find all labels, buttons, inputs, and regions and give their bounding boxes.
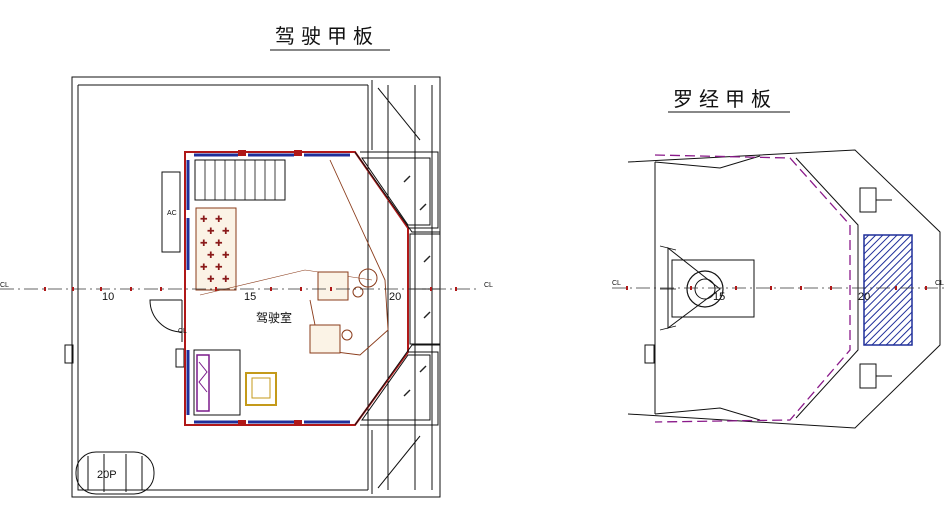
svg-text:✚: ✚ bbox=[200, 215, 208, 225]
svg-text:✚: ✚ bbox=[207, 227, 215, 237]
bridge-deck-plan: AC ✚✚ ✚✚ ✚✚ ✚✚ ✚✚ ✚✚ CL bbox=[0, 76, 493, 498]
ac-unit-label: AC bbox=[167, 210, 177, 217]
bridge-cl-right: CL bbox=[484, 282, 493, 289]
compass-cl-right: CL bbox=[935, 280, 944, 287]
frame-label-15: 15 bbox=[244, 291, 256, 303]
bridge-cl-left: CL bbox=[0, 282, 9, 289]
svg-text:✚: ✚ bbox=[200, 239, 208, 249]
life-raft: 20P bbox=[75, 451, 155, 495]
bridge-deck-title: 驾驶甲板 bbox=[275, 24, 379, 48]
svg-text:✚: ✚ bbox=[207, 275, 215, 285]
svg-text:CL: CL bbox=[178, 328, 187, 335]
svg-text:✚: ✚ bbox=[200, 263, 208, 273]
frame-label-10: 10 bbox=[102, 291, 114, 303]
frame-label-20: 20 bbox=[389, 291, 401, 303]
life-raft-label: 20P bbox=[97, 469, 117, 481]
wheelhouse-label: 驾驶室 bbox=[256, 310, 292, 325]
svg-text:✚: ✚ bbox=[207, 251, 215, 261]
svg-text:✚: ✚ bbox=[222, 275, 230, 285]
compass-frame-15: 15 bbox=[713, 291, 725, 303]
svg-text:✚: ✚ bbox=[222, 251, 230, 261]
compass-cl-left: CL bbox=[612, 280, 621, 287]
svg-text:✚: ✚ bbox=[222, 227, 230, 237]
compass-deck-plan: CL CL 15 20 bbox=[612, 149, 945, 429]
compass-frame-20: 20 bbox=[858, 291, 870, 303]
svg-text:✚: ✚ bbox=[215, 239, 223, 249]
compass-deck-title: 罗经甲板 bbox=[673, 87, 777, 111]
svg-text:✚: ✚ bbox=[215, 263, 223, 273]
svg-text:✚: ✚ bbox=[215, 215, 223, 225]
